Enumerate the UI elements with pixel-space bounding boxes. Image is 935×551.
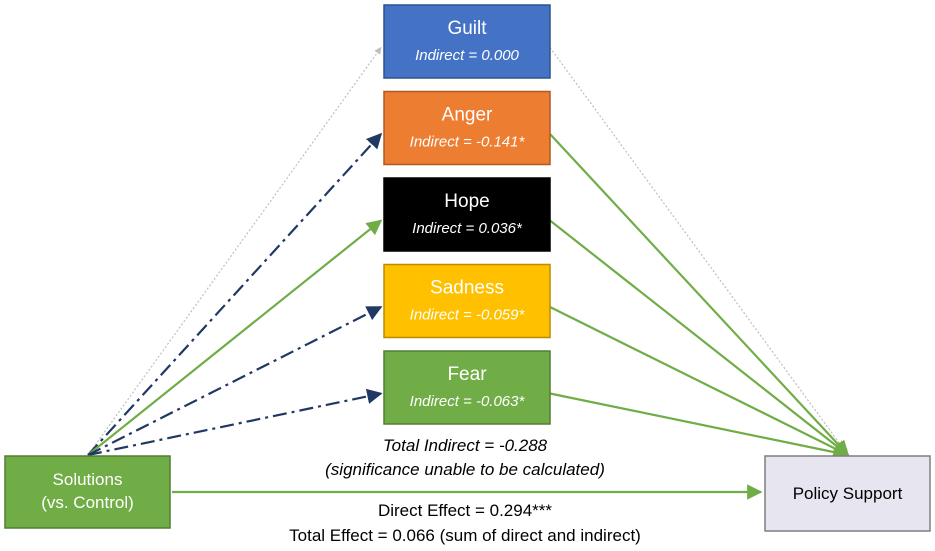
mediator-box-fear (383, 350, 551, 425)
mediator-box-anger (383, 90, 551, 166)
mediator-name-anger: Anger (442, 105, 493, 126)
mediator-box-guilt (383, 4, 551, 79)
mediator-name-hope: Hope (444, 191, 489, 212)
path-links (87, 46, 850, 460)
mediator-box-hope (383, 177, 551, 252)
link-sadness-to-outcome (549, 306, 850, 456)
outcome-box (764, 455, 931, 532)
outcome-node: Policy Support (764, 455, 931, 532)
link-hope-to-outcome (549, 219, 850, 456)
mediator-indirect-hope: Indirect = 0.036* (412, 220, 523, 237)
mediator-box-sadness (383, 263, 551, 339)
mediator-name-sadness: Sadness (430, 278, 504, 299)
total-indirect-note: Total Indirect = -0.288 (383, 436, 548, 455)
source-label-line2: (vs. Control) (41, 493, 134, 512)
mediator-indirect-anger: Indirect = -0.141* (410, 134, 526, 151)
mediator-indirect-guilt: Indirect = 0.000 (415, 47, 519, 64)
link-guilt-to-outcome (549, 47, 849, 456)
significance-note: (significance unable to be calculated) (325, 460, 605, 479)
source-node: Solutions (vs. Control) (4, 455, 171, 529)
direct-effect-note: Direct Effect = 0.294*** (378, 501, 552, 520)
mediator-indirect-sadness: Indirect = -0.059* (410, 307, 526, 324)
total-effect-note: Total Effect = 0.066 (sum of direct and … (289, 526, 641, 545)
mediator-name-fear: Fear (447, 364, 487, 385)
link-source-to-sadness (87, 306, 383, 456)
link-source-to-guilt (87, 46, 382, 456)
mediator-name-guilt: Guilt (447, 18, 487, 39)
outcome-label: Policy Support (793, 484, 903, 503)
link-anger-to-outcome (549, 133, 850, 457)
link-source-to-fear (87, 388, 383, 457)
source-label-line1: Solutions (53, 470, 123, 489)
link-source-to-hope (87, 219, 383, 456)
source-box (4, 455, 171, 529)
mediator-indirect-fear: Indirect = -0.063* (410, 393, 526, 410)
link-fear-to-outcome (549, 392, 850, 460)
link-source-to-anger (87, 132, 383, 456)
